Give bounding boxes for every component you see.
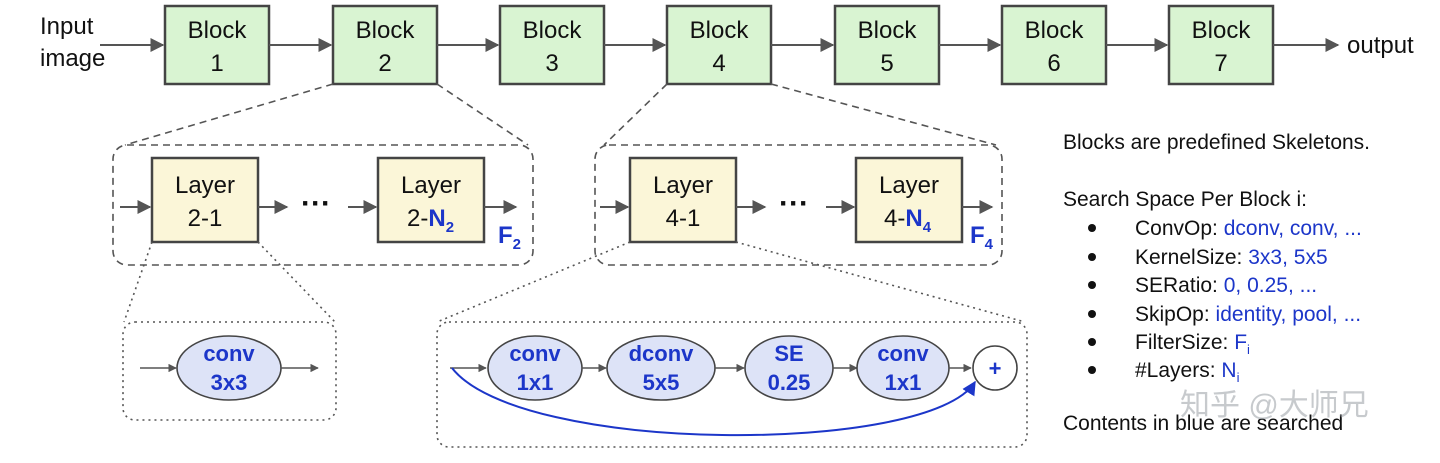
block-5: Block 5	[833, 4, 941, 86]
legend-title: Search Space Per Block i:	[1063, 188, 1307, 211]
legend-heading: Blocks are predefined Skeletons.	[1063, 131, 1370, 154]
plus-symbol: +	[989, 356, 1002, 381]
block-3: Block 3	[498, 4, 606, 86]
svg-text:7: 7	[1214, 50, 1227, 77]
zoom-line	[124, 83, 334, 146]
block-4-detail: Layer 4-1 ··· Layer 4-N4 F4	[594, 144, 1003, 266]
svg-text:1: 1	[210, 50, 223, 77]
layer-2-1-title: Layer	[175, 172, 235, 199]
svg-text:1x1: 1x1	[885, 370, 922, 395]
layer-2-1-detail: conv 3x3	[122, 321, 337, 421]
svg-text:Block: Block	[1025, 17, 1085, 44]
search-space-legend: Blocks are predefined Skeletons. Search …	[1063, 131, 1370, 435]
svg-text:0.25: 0.25	[768, 370, 811, 395]
svg-text:5: 5	[880, 50, 893, 77]
zoom-line	[603, 83, 668, 146]
layer-2-1-id: 2-1	[188, 205, 223, 232]
output-label: output	[1347, 32, 1414, 59]
zoom-line	[257, 241, 336, 323]
svg-text:Block: Block	[188, 17, 248, 44]
block-7: Block 7	[1167, 4, 1275, 86]
block-6: Block 6	[1000, 4, 1108, 86]
zoom-line	[770, 83, 997, 146]
svg-text:6: 6	[1047, 50, 1060, 77]
skip-connection-arrow	[451, 367, 976, 437]
svg-text:4: 4	[712, 50, 725, 77]
op-kernel-label: 3x3	[211, 370, 248, 395]
op-conv-label: conv	[203, 341, 255, 366]
ellipsis: ···	[779, 187, 809, 220]
layer-4-n-title: Layer	[879, 172, 939, 199]
legend-footer: Contents in blue are searched	[1063, 412, 1343, 435]
svg-text:Block: Block	[356, 17, 416, 44]
layer-4-1-title: Layer	[653, 172, 713, 199]
block-2: Block 2	[331, 4, 439, 86]
filter-label-f4: F4	[970, 222, 994, 253]
ellipsis: ···	[301, 187, 331, 220]
block-4: Block 4	[665, 4, 773, 86]
svg-text:Block: Block	[523, 17, 583, 44]
legend-item-convop: ConvOp: dconv, conv, ...	[1135, 217, 1362, 240]
legend-item-kernelsize: KernelSize: 3x3, 5x5	[1135, 246, 1328, 269]
svg-text:SE: SE	[774, 341, 803, 366]
legend-item-seratio: SERatio: 0, 0.25, ...	[1135, 274, 1317, 297]
filter-label-f2: F2	[498, 222, 521, 253]
add-node	[972, 345, 1018, 391]
block-2-detail: Layer 2-1 ··· Layer 2-N2 F2	[112, 144, 534, 266]
zoom-line	[735, 241, 1026, 323]
zoom-line	[436, 241, 631, 323]
svg-text:conv: conv	[877, 341, 929, 366]
layer-2-n-title: Layer	[401, 172, 461, 199]
block-1: Block 1	[163, 4, 271, 86]
legend-item-skipop: SkipOp: identity, pool, ...	[1135, 303, 1361, 326]
layer-4-1-id: 4-1	[666, 205, 701, 232]
layer-4-1-detail: conv 1x1 dconv 5x5 SE 0.25 conv 1x1 +	[436, 321, 1028, 448]
svg-text:Block: Block	[858, 17, 918, 44]
svg-text:3: 3	[545, 50, 558, 77]
svg-text:1x1: 1x1	[517, 370, 554, 395]
svg-text:Block: Block	[690, 17, 750, 44]
svg-text:conv: conv	[509, 341, 561, 366]
svg-text:Block: Block	[1192, 17, 1252, 44]
zoom-line	[123, 241, 153, 323]
svg-text:dconv: dconv	[629, 341, 695, 366]
zoom-line	[436, 83, 529, 146]
layer-2-n-id: 2-N2	[407, 205, 454, 236]
watermark: 知乎 @大师兄	[1180, 389, 1369, 422]
svg-text:2: 2	[378, 50, 391, 77]
legend-item-filtersize: FilterSize: Fi	[1135, 331, 1250, 357]
layer-4-n-id: 4-N4	[884, 205, 932, 236]
svg-text:5x5: 5x5	[643, 370, 680, 395]
legend-item-layers: #Layers: Ni	[1135, 359, 1240, 385]
input-label: Input image	[40, 13, 105, 72]
